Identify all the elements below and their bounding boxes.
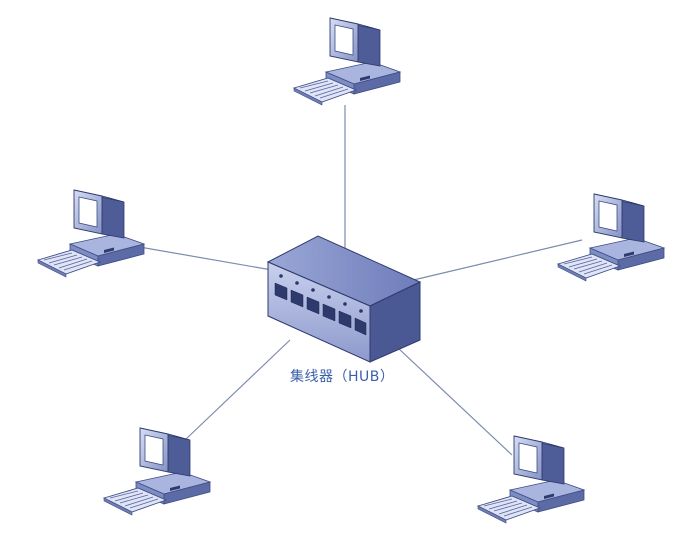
- link-lower-right: [397, 347, 513, 456]
- hub-ports: [274, 282, 367, 336]
- link-upper-left: [127, 244, 273, 271]
- computer-lower-right: [477, 435, 585, 524]
- network-links: [127, 105, 583, 456]
- hub-label: 集线器（HUB）: [290, 369, 395, 385]
- computer-upper-right: [557, 193, 665, 282]
- computer-top: [293, 17, 401, 106]
- computer-upper-left: [37, 189, 145, 278]
- network-hub-icon: [266, 235, 422, 363]
- computer-lower-left: [103, 427, 211, 516]
- link-lower-left: [184, 339, 291, 441]
- link-upper-right: [404, 239, 583, 283]
